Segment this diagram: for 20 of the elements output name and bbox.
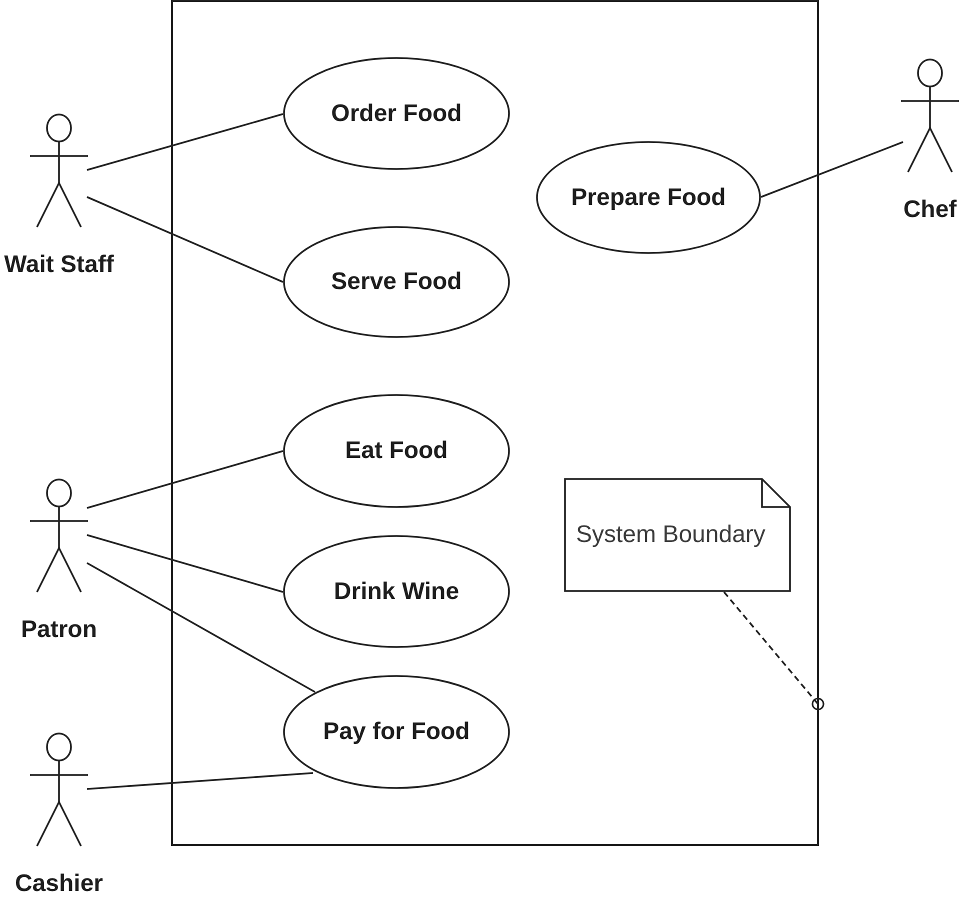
association-line [86,534,284,593]
system-boundary-frame [171,0,819,846]
actor-name: Wait Staff [4,251,114,279]
use-case-label: Eat Food [345,437,448,465]
association-line [760,141,904,198]
use-case-label: Serve Food [331,268,462,296]
use-case-label: Order Food [331,100,462,128]
use-case-label: Pay for Food [323,718,470,746]
association-line [86,772,314,790]
actor-name: Cashier [14,870,104,898]
association-line [86,562,316,693]
use-case-label: Prepare Food [571,184,726,212]
association-line [86,196,284,283]
actor-name: Chef [903,196,957,224]
use-case-label: Drink Wine [334,578,460,606]
actor-name: Patron [20,616,97,644]
note-text: System Boundary [576,521,766,549]
dashed-leader-line [723,591,824,710]
association-line [86,450,284,509]
association-line [86,113,284,171]
